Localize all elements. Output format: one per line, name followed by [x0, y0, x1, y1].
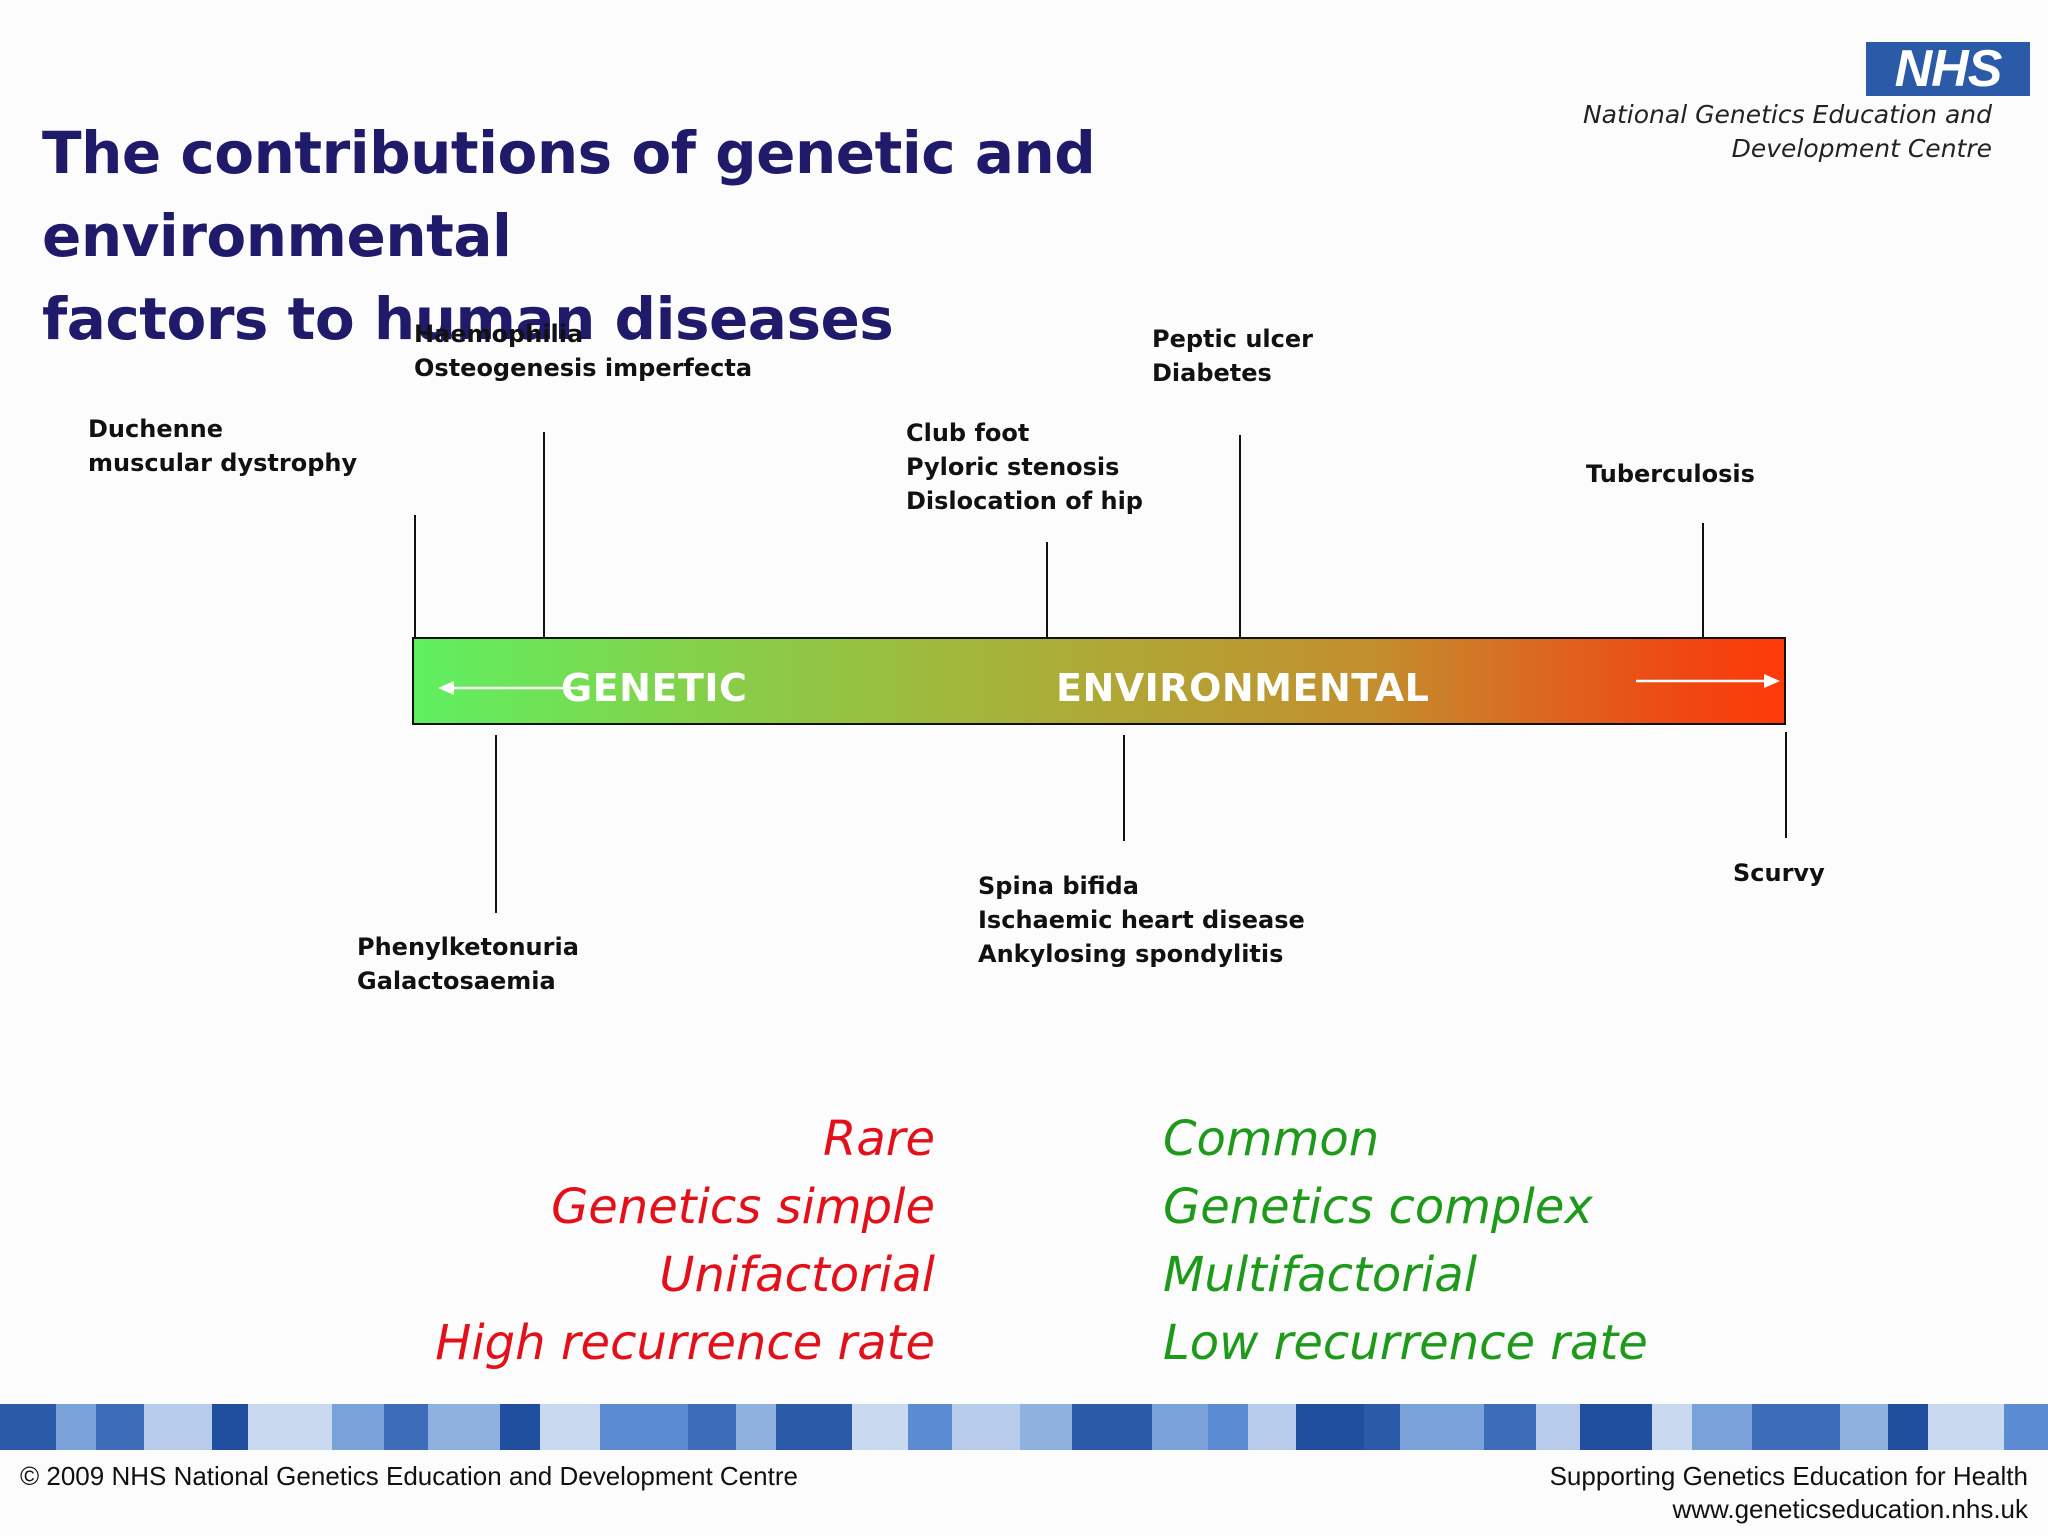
stripe-segment [1072, 1404, 1152, 1450]
stripe-segment [776, 1404, 852, 1450]
nhs-logo: NHS [1866, 42, 2030, 96]
genetic-trait-rare: Rare [822, 1111, 935, 1167]
stripe-segment [248, 1404, 332, 1450]
stripe-segment [1840, 1404, 1888, 1450]
stripe-segment [212, 1404, 248, 1450]
environmental-traits: Common Genetics complex Multifactorial L… [1163, 1105, 1648, 1377]
stripe-segment [1364, 1404, 1400, 1450]
arrow-right-icon [1636, 674, 1780, 688]
disease-club-foot-line2: Pyloric stenosis [906, 453, 1120, 481]
disease-club-foot-line1: Club foot [906, 419, 1030, 447]
footer-tagline: Supporting Genetics Education for Health [1549, 1461, 2028, 1491]
stripe-segment [2004, 1404, 2048, 1450]
stripe-segment [428, 1404, 500, 1450]
footer-website-link[interactable]: www.geneticseducation.nhs.uk [1672, 1494, 2028, 1524]
stripe-segment [1928, 1404, 2004, 1450]
disease-tuberculosis-line1: Tuberculosis [1586, 460, 1755, 488]
arrow-left-icon [438, 681, 578, 695]
disease-tuberculosis: Tuberculosis [1586, 457, 1755, 491]
genetic-label: GENETIC [561, 666, 748, 710]
spectrum-bar [412, 637, 1786, 725]
footer-copyright: © 2009 NHS National Genetics Education a… [20, 1461, 798, 1491]
stripe-segment [1752, 1404, 1840, 1450]
tick-club-foot [1046, 542, 1048, 640]
stripe-segment [1208, 1404, 1248, 1450]
stripe-segment [1296, 1404, 1364, 1450]
title-line1: The contributions of genetic and environ… [42, 119, 1096, 270]
stripe-segment [500, 1404, 540, 1450]
tick-peptic-ulcer [1239, 435, 1241, 641]
tick-duchenne [414, 515, 416, 640]
disease-haemophilia-line2: Osteogenesis imperfecta [414, 354, 753, 382]
disease-scurvy-line1: Scurvy [1733, 859, 1825, 887]
environmental-label: ENVIRONMENTAL [1056, 666, 1430, 710]
stripe-segment [600, 1404, 688, 1450]
environmental-trait-common: Common [1163, 1111, 1380, 1167]
stripe-segment [908, 1404, 952, 1450]
stripe-segment [96, 1404, 144, 1450]
tick-phenylketonuria [495, 735, 497, 913]
tick-scurvy [1785, 732, 1787, 838]
stripe-segment [852, 1404, 908, 1450]
disease-spina-bifida-line1: Spina bifida [978, 872, 1139, 900]
org-name-line2: Development Centre [1731, 134, 1992, 163]
stripe-segment [1652, 1404, 1692, 1450]
environmental-trait-recurrence: Low recurrence rate [1163, 1315, 1648, 1371]
decorative-stripe-band [0, 1404, 2048, 1450]
genetic-trait-unifactorial: Unifactorial [659, 1247, 935, 1303]
org-name-line1: National Genetics Education and [1582, 100, 1992, 129]
stripe-segment [1888, 1404, 1928, 1450]
disease-haemophilia-line1: Haemophilia [414, 320, 584, 348]
genetic-trait-simple: Genetics simple [551, 1179, 935, 1235]
stripe-segment [952, 1404, 1020, 1450]
stripe-segment [1484, 1404, 1536, 1450]
disease-club-foot: Club foot Pyloric stenosis Dislocation o… [906, 416, 1143, 518]
disease-peptic-ulcer: Peptic ulcer Diabetes [1152, 322, 1313, 390]
disease-peptic-ulcer-line1: Peptic ulcer [1152, 325, 1313, 353]
disease-phenylketonuria-line2: Galactosaemia [357, 967, 556, 995]
environmental-trait-multifactorial: Multifactorial [1163, 1247, 1478, 1303]
title-line2: factors to human diseases [42, 285, 894, 353]
stripe-segment [1580, 1404, 1652, 1450]
genetic-trait-recurrence: High recurrence rate [435, 1315, 935, 1371]
disease-haemophilia: Haemophilia Osteogenesis imperfecta [414, 317, 752, 385]
stripe-segment [1152, 1404, 1208, 1450]
disease-scurvy: Scurvy [1733, 856, 1825, 890]
stripe-segment [1020, 1404, 1072, 1450]
tick-haemophilia [543, 432, 545, 642]
stripe-segment [332, 1404, 384, 1450]
stripe-segment [1400, 1404, 1484, 1450]
page-title: The contributions of genetic and environ… [42, 112, 1522, 361]
stripe-segment [1692, 1404, 1752, 1450]
stripe-segment [384, 1404, 428, 1450]
stripe-segment [736, 1404, 776, 1450]
tick-tuberculosis [1702, 523, 1704, 641]
disease-peptic-ulcer-line2: Diabetes [1152, 359, 1272, 387]
disease-duchenne: Duchenne muscular dystrophy [88, 412, 357, 480]
stripe-segment [540, 1404, 600, 1450]
stripe-segment [1536, 1404, 1580, 1450]
footer-right: Supporting Genetics Education for Health… [1550, 1460, 2028, 1526]
org-name: National Genetics Education and Developm… [1583, 98, 1992, 166]
disease-spina-bifida-line3: Ankylosing spondylitis [978, 940, 1284, 968]
genetic-traits: Rare Genetics simple Unifactorial High r… [435, 1105, 935, 1377]
disease-spina-bifida: Spina bifida Ischaemic heart disease Ank… [978, 869, 1305, 971]
disease-phenylketonuria: Phenylketonuria Galactosaemia [357, 930, 579, 998]
stripe-segment [688, 1404, 736, 1450]
stripe-segment [0, 1404, 56, 1450]
disease-club-foot-line3: Dislocation of hip [906, 487, 1143, 515]
stripe-segment [144, 1404, 212, 1450]
disease-duchenne-line2: muscular dystrophy [88, 449, 358, 477]
stripe-segment [56, 1404, 96, 1450]
disease-duchenne-line1: Duchenne [88, 415, 224, 443]
disease-spina-bifida-line2: Ischaemic heart disease [978, 906, 1305, 934]
stripe-segment [1248, 1404, 1296, 1450]
disease-phenylketonuria-line1: Phenylketonuria [357, 933, 579, 961]
tick-spina-bifida [1123, 735, 1125, 841]
environmental-trait-complex: Genetics complex [1163, 1179, 1593, 1235]
